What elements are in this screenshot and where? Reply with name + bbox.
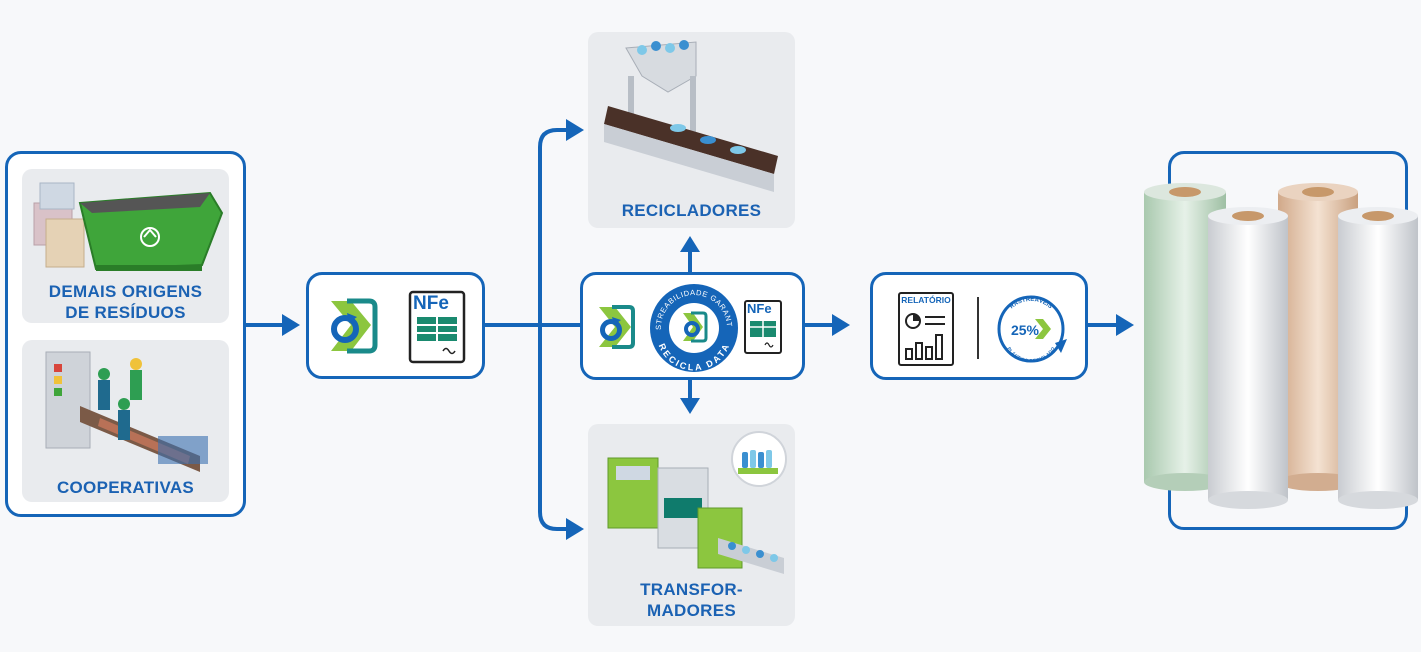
arrow-head-down bbox=[680, 398, 700, 414]
waste-origin-card: DEMAIS ORIGENS DE RESÍDUOS bbox=[22, 169, 229, 323]
arrow-head-right bbox=[1116, 314, 1134, 336]
sources-frame: DEMAIS ORIGENS DE RESÍDUOS COOPERATIVAS bbox=[5, 151, 246, 517]
report-label: RELATÓRIO bbox=[901, 295, 951, 305]
recycled-plastic-badge-icon: RASTREÁVEIS PLÁSTICO RECICLADO 25% bbox=[997, 295, 1067, 363]
waste-origin-label-line2: DE RESÍDUOS bbox=[65, 303, 186, 322]
connector-branch-recyclers bbox=[538, 128, 568, 325]
report-box: RELATÓRIO RASTREÁVEIS PLÁSTICO RECICLADO… bbox=[870, 272, 1088, 380]
report-document-icon bbox=[898, 292, 954, 366]
nfe-label: NFe bbox=[413, 293, 449, 314]
divider bbox=[977, 297, 979, 359]
recyclers-card: RECICLADORES bbox=[588, 32, 795, 228]
cooperative-sorting-illustration bbox=[45, 351, 208, 472]
recicla-data-logo-icon bbox=[331, 298, 378, 354]
arrow-head-right bbox=[566, 518, 584, 540]
traceability-box: RASTREABILIDADE GARANTIDA RECICLA DATA N… bbox=[580, 272, 805, 380]
transformers-label-line1: TRANSFOR- bbox=[640, 580, 743, 599]
stretch-film-rolls-illustration bbox=[1144, 183, 1418, 509]
waste-origin-label-line1: DEMAIS ORIGENS bbox=[48, 282, 203, 301]
arrow-head-up bbox=[680, 236, 700, 252]
recycling-machine-illustration bbox=[604, 40, 778, 192]
cooperatives-card: COOPERATIVAS bbox=[22, 340, 229, 502]
cooperatives-label: COOPERATIVAS bbox=[56, 478, 195, 497]
connector-branch-transformers bbox=[538, 325, 568, 531]
transformers-card: TRANSFOR- MADORES bbox=[588, 424, 795, 626]
document-box: NFe bbox=[306, 272, 485, 379]
transformers-label-line2: MADORES bbox=[647, 601, 736, 620]
arrow-head-right bbox=[566, 119, 584, 141]
transformers-label: TRANSFOR- MADORES bbox=[588, 579, 795, 621]
recicla-data-logo-icon bbox=[599, 305, 635, 349]
arrow-head-right bbox=[282, 314, 300, 336]
nfe-document-icon bbox=[744, 300, 782, 354]
clear-film-roll bbox=[1208, 207, 1288, 509]
nfe-label: NFe bbox=[747, 301, 772, 316]
bottles-detail-icon bbox=[731, 431, 787, 487]
arrow-head-right bbox=[832, 314, 850, 336]
dumpster-illustration bbox=[33, 182, 224, 271]
nfe-document-icon bbox=[408, 290, 466, 364]
clear-film-roll bbox=[1338, 207, 1418, 509]
recyclers-label: RECICLADORES bbox=[621, 201, 762, 220]
waste-origin-label: DEMAIS ORIGENS DE RESÍDUOS bbox=[22, 281, 229, 323]
transformer-factory-illustration bbox=[607, 457, 784, 574]
badge-percent: 25% bbox=[1011, 322, 1040, 338]
traceability-seal-icon: RASTREABILIDADE GARANTIDA RECICLA DATA bbox=[647, 281, 738, 373]
